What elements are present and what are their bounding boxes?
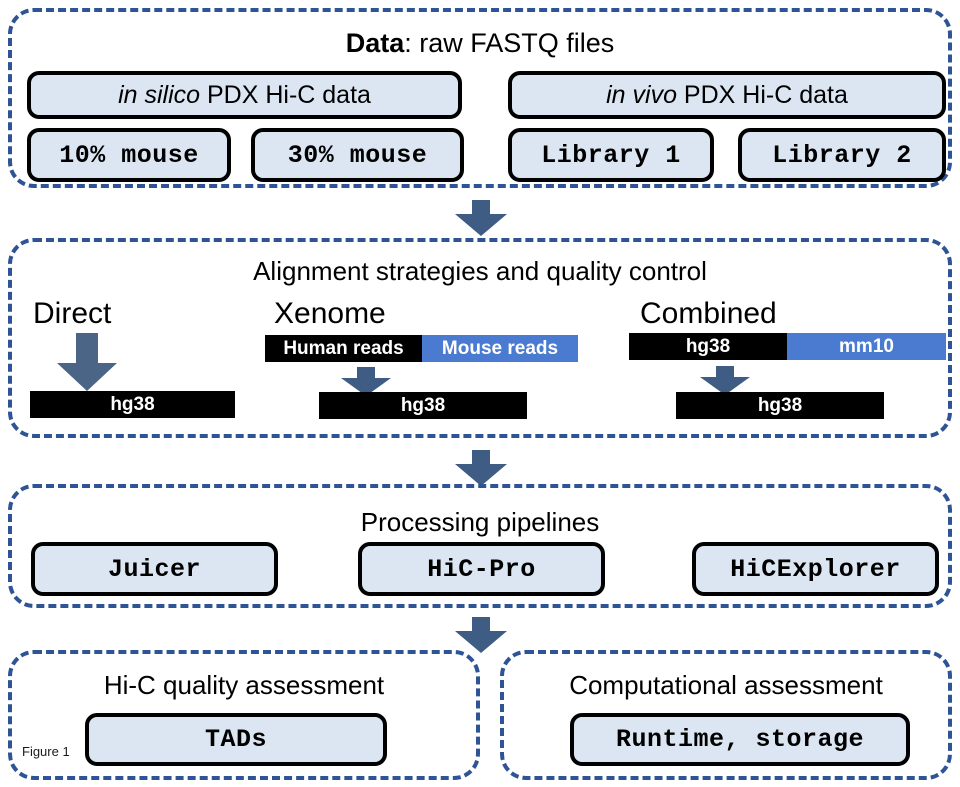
pipelines-section-title: Processing pipelines [360,507,600,537]
flow-arrow-alignment-to-pipelines [455,450,507,486]
read-bar-xenome-input: Human reads Mouse reads [265,335,578,362]
strategy-arrow-combined [700,366,750,395]
alignment-section-title: Alignment strategies and quality control [253,256,707,286]
genome-bar-segment: hg38 [676,392,884,419]
chip-30-percent-mouse[interactable]: 30% mouse [251,128,464,182]
in-vivo-italic: in vivo [606,80,677,109]
strategy-arrow-xenome [341,367,391,396]
genome-bar-segment-mm10: mm10 [787,333,946,360]
computational-assessment-title: Computational assessment [569,670,883,700]
strategy-label-xenome: Xenome [274,297,386,330]
genome-bar-segment-hg38: hg38 [629,333,787,360]
in-silico-rest: PDX Hi-C data [200,80,371,109]
data-section-title: Data: raw FASTQ files [8,30,952,57]
chip-hic-pro[interactable]: HiC-Pro [358,542,605,596]
hic-quality-assessment-title: Hi-C quality assessment [103,670,385,700]
chip-10-percent-mouse[interactable]: 10% mouse [27,128,231,182]
chip-tads[interactable]: TADs [85,713,387,766]
panel-computational-assessment [500,650,952,780]
genome-bar-combined-input: hg38 mm10 [629,333,946,360]
panel-alignment [8,238,952,438]
panel-hic-quality-assessment [8,650,480,780]
strategy-arrow-direct [57,333,117,391]
figure-caption-label: Figure 1 [22,744,70,759]
chip-juicer[interactable]: Juicer [31,542,278,596]
genome-bar-direct-output: hg38 [30,391,235,418]
genome-bar-segment: hg38 [30,391,235,418]
strategy-label-direct: Direct [33,297,112,330]
data-title-rest: : raw FASTQ files [404,28,615,58]
chip-runtime-storage[interactable]: Runtime, storage [570,713,910,766]
read-bar-segment-human: Human reads [265,335,422,362]
read-bar-segment-mouse: Mouse reads [422,335,578,362]
panel-pipelines [8,484,952,608]
flow-arrow-pipelines-to-assessment [455,617,507,653]
genome-bar-combined-output: hg38 [676,392,884,419]
chip-library-1[interactable]: Library 1 [508,128,714,182]
flow-arrow-data-to-alignment [455,200,507,236]
chip-in-vivo-pdx-hic-data[interactable]: in vivo PDX Hi-C data [508,71,946,119]
chip-in-silico-pdx-hic-data[interactable]: in silico PDX Hi-C data [27,71,462,119]
in-silico-italic: in silico [118,80,201,109]
genome-bar-xenome-output: hg38 [319,392,527,419]
genome-bar-segment: hg38 [319,392,527,419]
data-title-bold: Data [345,28,405,58]
chip-library-2[interactable]: Library 2 [738,128,946,182]
in-vivo-rest: PDX Hi-C data [676,80,848,109]
panel-data [8,8,952,188]
strategy-label-combined: Combined [640,297,777,330]
chip-hicexplorer[interactable]: HiCExplorer [692,542,939,596]
